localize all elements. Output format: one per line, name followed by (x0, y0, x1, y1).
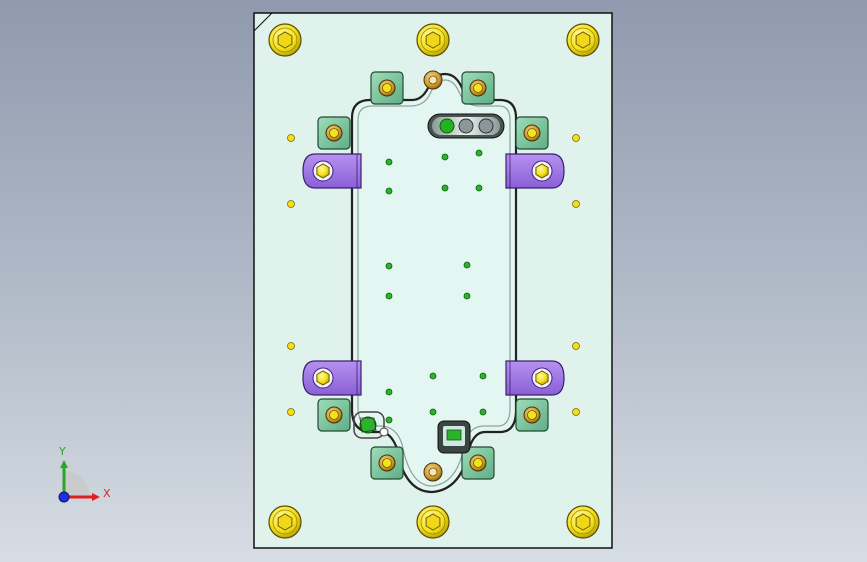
cap-screw[interactable] (566, 23, 600, 57)
guide-block[interactable] (370, 446, 404, 480)
cap-screw[interactable] (268, 505, 302, 539)
guide-block[interactable] (370, 71, 404, 105)
cap-screw[interactable] (416, 505, 450, 539)
guide-block[interactable] (461, 446, 495, 480)
guide-block[interactable] (515, 398, 549, 432)
locator-bottom-left[interactable] (353, 411, 389, 439)
ejector-pin-hole (463, 292, 471, 300)
bottom-pocket-insert[interactable] (446, 429, 462, 441)
ejector-pin-hole (463, 261, 471, 269)
ejector-pin-hole (475, 149, 483, 157)
cap-screw[interactable] (416, 23, 450, 57)
purple-clamp[interactable] (302, 360, 362, 396)
clamp-group (302, 153, 565, 396)
dowel-hole (572, 342, 580, 350)
guide-block[interactable] (317, 398, 351, 432)
slot-pin-gray-2[interactable] (478, 118, 494, 134)
dowel-hole (287, 408, 295, 416)
guide-block[interactable] (515, 116, 549, 150)
dowel-hole (287, 342, 295, 350)
bushing-top[interactable] (423, 70, 443, 90)
ejector-pin-hole (385, 187, 393, 195)
coordinate-triad[interactable]: X Y (58, 445, 111, 503)
x-axis-label: X (103, 487, 111, 500)
ejector-pin-hole (475, 184, 483, 192)
ejector-pin-hole (429, 408, 437, 416)
bushing-group (423, 70, 443, 482)
bottom-pocket[interactable] (437, 420, 471, 454)
y-axis-label: Y (58, 445, 66, 458)
slot-pin-gray-1[interactable] (458, 118, 474, 134)
ejector-pin-hole (385, 262, 393, 270)
dowel-hole (572, 408, 580, 416)
top-slot[interactable] (427, 113, 505, 139)
ejector-pin-hole (441, 153, 449, 161)
ejector-pin-hole (479, 372, 487, 380)
dowel-hole (287, 134, 295, 142)
ejector-pin-hole (385, 158, 393, 166)
cap-screw[interactable] (566, 505, 600, 539)
triad-arc (64, 471, 90, 497)
guide-block[interactable] (461, 71, 495, 105)
ejector-pin-hole (479, 408, 487, 416)
dowel-hole (287, 200, 295, 208)
slot-pin-green[interactable] (439, 118, 455, 134)
ejector-pin-hole (385, 416, 393, 424)
ejector-pin-hole (441, 184, 449, 192)
ejector-pin-hole (429, 372, 437, 380)
cap-screw[interactable] (268, 23, 302, 57)
z-axis-dot (58, 491, 70, 503)
purple-clamp[interactable] (302, 153, 362, 189)
ejector-pin-hole (385, 292, 393, 300)
corner-chamfer (253, 12, 273, 32)
purple-clamp[interactable] (505, 360, 565, 396)
ejector-pin-hole (385, 388, 393, 396)
hole-marker-group (287, 134, 580, 424)
guide-block-group (317, 71, 549, 480)
screw-group (268, 23, 600, 539)
x-axis-arrow (92, 493, 100, 501)
purple-clamp[interactable] (505, 153, 565, 189)
guide-block[interactable] (317, 116, 351, 150)
dowel-hole (572, 200, 580, 208)
bushing-bottom[interactable] (423, 462, 443, 482)
y-axis-arrow (60, 460, 68, 468)
dowel-hole (572, 134, 580, 142)
